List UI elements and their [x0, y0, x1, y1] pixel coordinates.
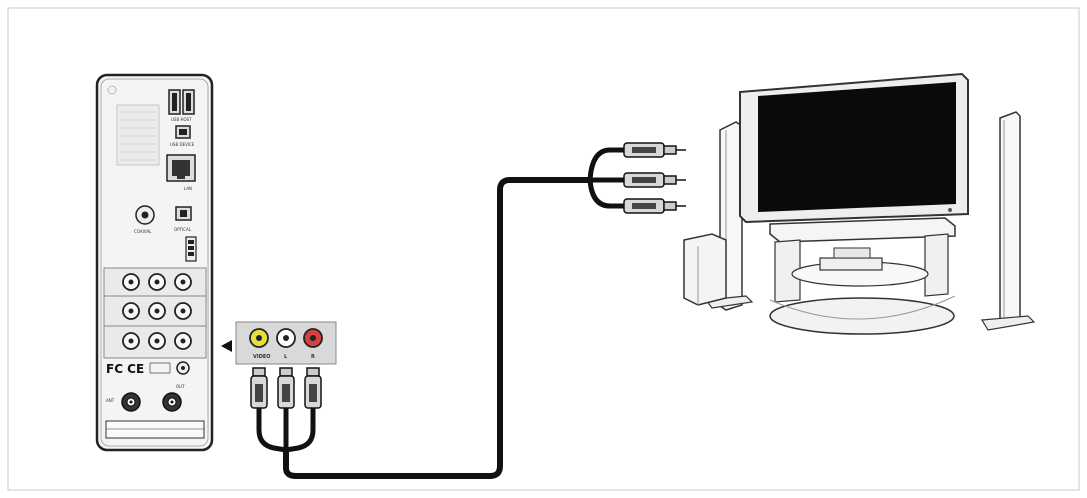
av-output-jack-grid [103, 267, 207, 359]
ant-in-label: ANT [106, 398, 115, 403]
composite-av-connector-block: VIDEO L R [235, 321, 337, 365]
jack-audio-left-label: L [284, 354, 288, 360]
coaxial-label: COAXIAL [134, 229, 152, 234]
lan-label: LAN [184, 186, 192, 191]
rca-cable-tv-end [587, 142, 686, 214]
usb-host-label: USB HOST [171, 117, 192, 122]
home-theater-setup [683, 72, 1036, 335]
regulatory-marks: FC CE [106, 361, 190, 376]
lan-port: LAN [166, 154, 196, 191]
flat-panel-tv-icon [739, 72, 969, 224]
rca-cable-device-end [250, 367, 322, 453]
optical-label: OPTICAL [174, 227, 192, 232]
right-tower-speaker-icon [980, 111, 1036, 331]
diagram-frame [7, 7, 1080, 491]
tv-screen [758, 82, 956, 212]
dip-switch-icon [185, 236, 197, 262]
serial-sticker [105, 420, 205, 439]
tv-stand-icon [769, 217, 956, 335]
arrow-left-icon [221, 340, 232, 352]
main-av-cable [283, 177, 590, 479]
av-receiver-icon [819, 257, 883, 271]
screw-icon [107, 85, 117, 95]
usb-device-port: USB DEVICE [170, 125, 195, 147]
tv-power-led [948, 208, 952, 212]
usb-device-label: USB DEVICE [170, 142, 195, 147]
jack-audio-right-label: R [311, 354, 315, 360]
ant-out-label: OUT [176, 384, 185, 389]
vent-grille [116, 104, 160, 166]
usb-host-ports: USB HOST [168, 89, 195, 122]
media-player-rear-panel: USB HOST USB DEVICE LAN COAXIAL OPTICAL [95, 73, 214, 452]
coaxial-port: COAXIAL [134, 205, 155, 234]
antenna-ports: ANT OUT [106, 384, 185, 412]
jack-audio-left: L [276, 328, 296, 360]
fcc-ce-label: FC CE [106, 362, 144, 376]
jack-audio-right: R [303, 328, 323, 360]
jack-video-label: VIDEO [253, 354, 271, 360]
subwoofer-icon [683, 233, 727, 306]
jack-video: VIDEO [249, 328, 271, 360]
optical-port: OPTICAL [174, 206, 192, 232]
